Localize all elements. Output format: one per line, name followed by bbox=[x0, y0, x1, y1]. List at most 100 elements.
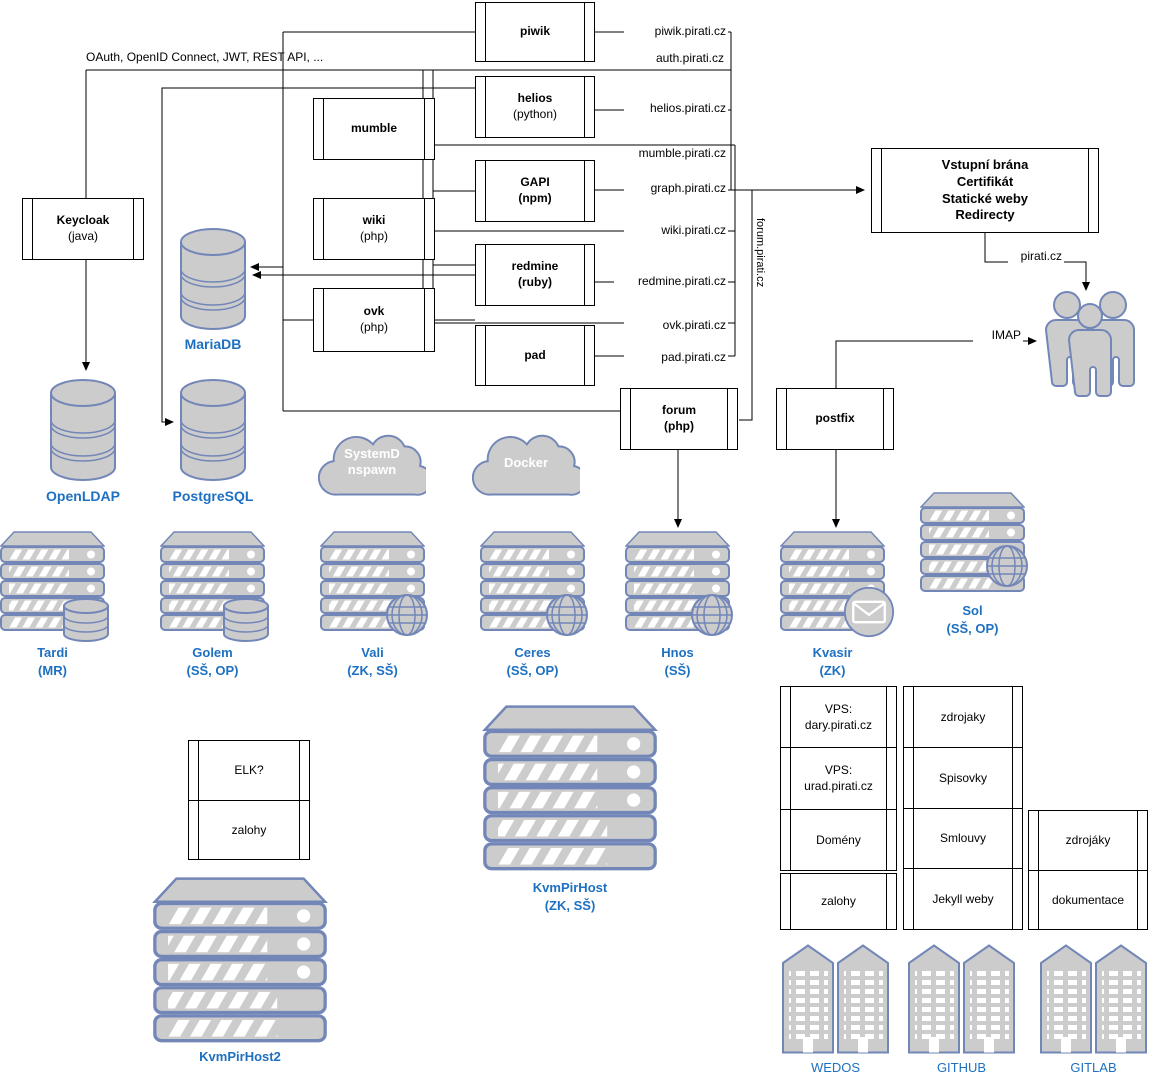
ceres-globe-badge-icon bbox=[545, 593, 589, 637]
github-building-icon bbox=[908, 944, 960, 1054]
node-piwik-label: piwik bbox=[519, 24, 550, 39]
gitlab-building-icon-2 bbox=[1095, 944, 1147, 1054]
oauth-annotation: OAuth, OpenID Connect, JWT, REST API, ..… bbox=[86, 50, 324, 64]
cell-dokumentace: dokumentace bbox=[1029, 869, 1147, 930]
node-gateway-label: Vstupní brána Certifikát Statické weby R… bbox=[941, 156, 1029, 223]
cell-jekyll-weby: Jekyll weby bbox=[904, 868, 1022, 929]
node-piwik: piwik bbox=[475, 2, 595, 62]
node-ovk-label: ovk bbox=[363, 304, 385, 319]
domain-label-wiki: wiki.pirati.cz bbox=[624, 223, 728, 238]
node-mumble: mumble bbox=[313, 98, 435, 160]
node-redmine-label: redmine bbox=[511, 259, 559, 274]
domain-label-forum-vertical: forum.pirati.cz bbox=[754, 218, 766, 288]
node-forum: forum(php) bbox=[620, 388, 738, 450]
gitlab-building-icon bbox=[1040, 944, 1092, 1054]
domain-label-pirati-cz: pirati.cz bbox=[1008, 249, 1064, 264]
users-group-icon bbox=[1042, 288, 1138, 398]
node-helios-label: helios bbox=[517, 91, 553, 106]
node-ovk: ovk(php) bbox=[313, 288, 435, 352]
host-label-sol: Sol(SŠ, OP) bbox=[946, 603, 999, 637]
node-redmine: redmine(ruby) bbox=[475, 244, 595, 306]
node-wiki: wiki(php) bbox=[313, 198, 435, 260]
sol-globe-badge-icon bbox=[985, 544, 1029, 588]
node-wiki-label: wiki bbox=[362, 213, 386, 228]
node-gapi: GAPI(npm) bbox=[475, 160, 595, 222]
cell-zdrojaky-2: zdrojáky bbox=[1065, 833, 1111, 848]
edge-helios-postgresql bbox=[161, 87, 475, 426]
provider-label-github: GITHUB bbox=[936, 1060, 987, 1075]
node-keycloak-label: Keycloak bbox=[56, 213, 110, 228]
cell-spisovky: Spisovky bbox=[904, 746, 1022, 808]
cell-domeny: Domény bbox=[781, 808, 896, 870]
domain-label-graph: graph.pirati.cz bbox=[624, 181, 728, 196]
node-elk: ELK? zalohy bbox=[188, 740, 310, 860]
domain-label-mumble: mumble.pirati.cz bbox=[624, 146, 728, 161]
cloud-systemd-label: SystemD nspawn bbox=[344, 446, 400, 478]
node-vps-column-c: zdrojáky dokumentace bbox=[1028, 810, 1148, 930]
node-pad: pad bbox=[475, 325, 595, 386]
host-label-kvmpirhost2: KvmPirHost2 bbox=[199, 1049, 281, 1064]
tardi-database-badge-icon bbox=[62, 597, 110, 643]
host-label-golem: Golem(SŠ, OP) bbox=[186, 645, 239, 679]
node-ovk-sub: (php) bbox=[359, 320, 388, 334]
host-label-hnos: Hnos(SŠ) bbox=[661, 645, 694, 679]
provider-label-wedos: WEDOS bbox=[810, 1060, 861, 1075]
openldap-label: OpenLDAP bbox=[46, 488, 120, 504]
node-vps-column-b: zdrojaky Spisovky Smlouvy Jekyll weby bbox=[903, 686, 1023, 930]
edge-forum-domain bbox=[739, 190, 753, 421]
node-gateway: Vstupní brána Certifikát Statické weby R… bbox=[871, 148, 1099, 233]
node-redmine-sub: (ruby) bbox=[518, 275, 552, 289]
domain-label-pad: pad.pirati.cz bbox=[624, 350, 728, 365]
node-mumble-label: mumble bbox=[350, 121, 397, 136]
node-postfix-label: postfix bbox=[815, 411, 855, 426]
elk-cell-zalohy: zalohy bbox=[189, 799, 309, 860]
node-helios: helios(python) bbox=[475, 76, 595, 138]
mariadb-cylinder-icon bbox=[180, 227, 246, 331]
host-label-vali: Vali(ZK, SŠ) bbox=[347, 645, 398, 679]
cloud-docker-label: Docker bbox=[503, 455, 549, 470]
imap-annotation: IMAP bbox=[973, 328, 1023, 343]
node-pad-label: pad bbox=[524, 347, 546, 362]
wedos-building-icon bbox=[782, 944, 834, 1054]
golem-database-badge-icon bbox=[222, 597, 270, 643]
node-keycloak: Keycloak(java) bbox=[22, 198, 144, 260]
openldap-cylinder-icon bbox=[50, 378, 116, 482]
vali-globe-badge-icon bbox=[385, 593, 429, 637]
elk-cell-elk: ELK? bbox=[234, 763, 264, 778]
cell-zdrojaky: zdrojaky bbox=[940, 709, 986, 724]
kvasir-mail-badge-icon bbox=[843, 586, 895, 638]
node-vps-column-a: VPS: dary.pirati.cz VPS: urad.pirati.cz … bbox=[780, 686, 897, 871]
server-kvmpirhost-icon bbox=[483, 705, 657, 871]
node-helios-sub: (python) bbox=[512, 107, 558, 121]
domain-label-auth: auth.pirati.cz bbox=[655, 51, 724, 65]
node-wiki-sub: (php) bbox=[359, 229, 388, 243]
node-keycloak-sub: (java) bbox=[67, 229, 98, 243]
mariadb-label: MariaDB bbox=[184, 336, 242, 352]
edge-postfix-imap-users bbox=[835, 337, 1037, 388]
node-postfix: postfix bbox=[776, 388, 894, 450]
domain-label-redmine: redmine.pirati.cz bbox=[614, 274, 728, 289]
cell-vps-dary: VPS: dary.pirati.cz bbox=[804, 701, 873, 733]
wedos-building-icon-2 bbox=[837, 944, 889, 1054]
host-label-ceres: Ceres(SŠ, OP) bbox=[506, 645, 559, 679]
hnos-globe-badge-icon bbox=[690, 593, 734, 637]
cell-smlouvy: Smlouvy bbox=[904, 807, 1022, 869]
postgresql-label: PostgreSQL bbox=[172, 488, 254, 504]
domain-label-ovk: ovk.pirati.cz bbox=[624, 318, 728, 333]
provider-label-gitlab: GITLAB bbox=[1070, 1060, 1117, 1075]
domain-label-helios: helios.pirati.cz bbox=[624, 101, 728, 116]
github-building-icon-2 bbox=[963, 944, 1015, 1054]
server-kvmpirhost2-icon bbox=[153, 877, 327, 1043]
node-gapi-sub: (npm) bbox=[518, 191, 552, 205]
cell-zalohy: zalohy bbox=[821, 894, 856, 909]
host-label-kvmpirhost: KvmPirHost(ZK, SŠ) bbox=[532, 880, 608, 914]
postgresql-cylinder-icon bbox=[180, 378, 246, 482]
host-label-kvasir: Kvasir(ZK) bbox=[812, 645, 853, 679]
node-gapi-label: GAPI bbox=[520, 175, 550, 190]
node-forum-sub: (php) bbox=[664, 419, 694, 433]
node-zalohy-box: zalohy bbox=[780, 873, 897, 930]
cell-vps-urad: VPS: urad.pirati.cz bbox=[781, 747, 896, 808]
host-label-tardi: Tardi(MR) bbox=[37, 645, 68, 679]
domain-label-piwik: piwik.pirati.cz bbox=[624, 24, 728, 39]
